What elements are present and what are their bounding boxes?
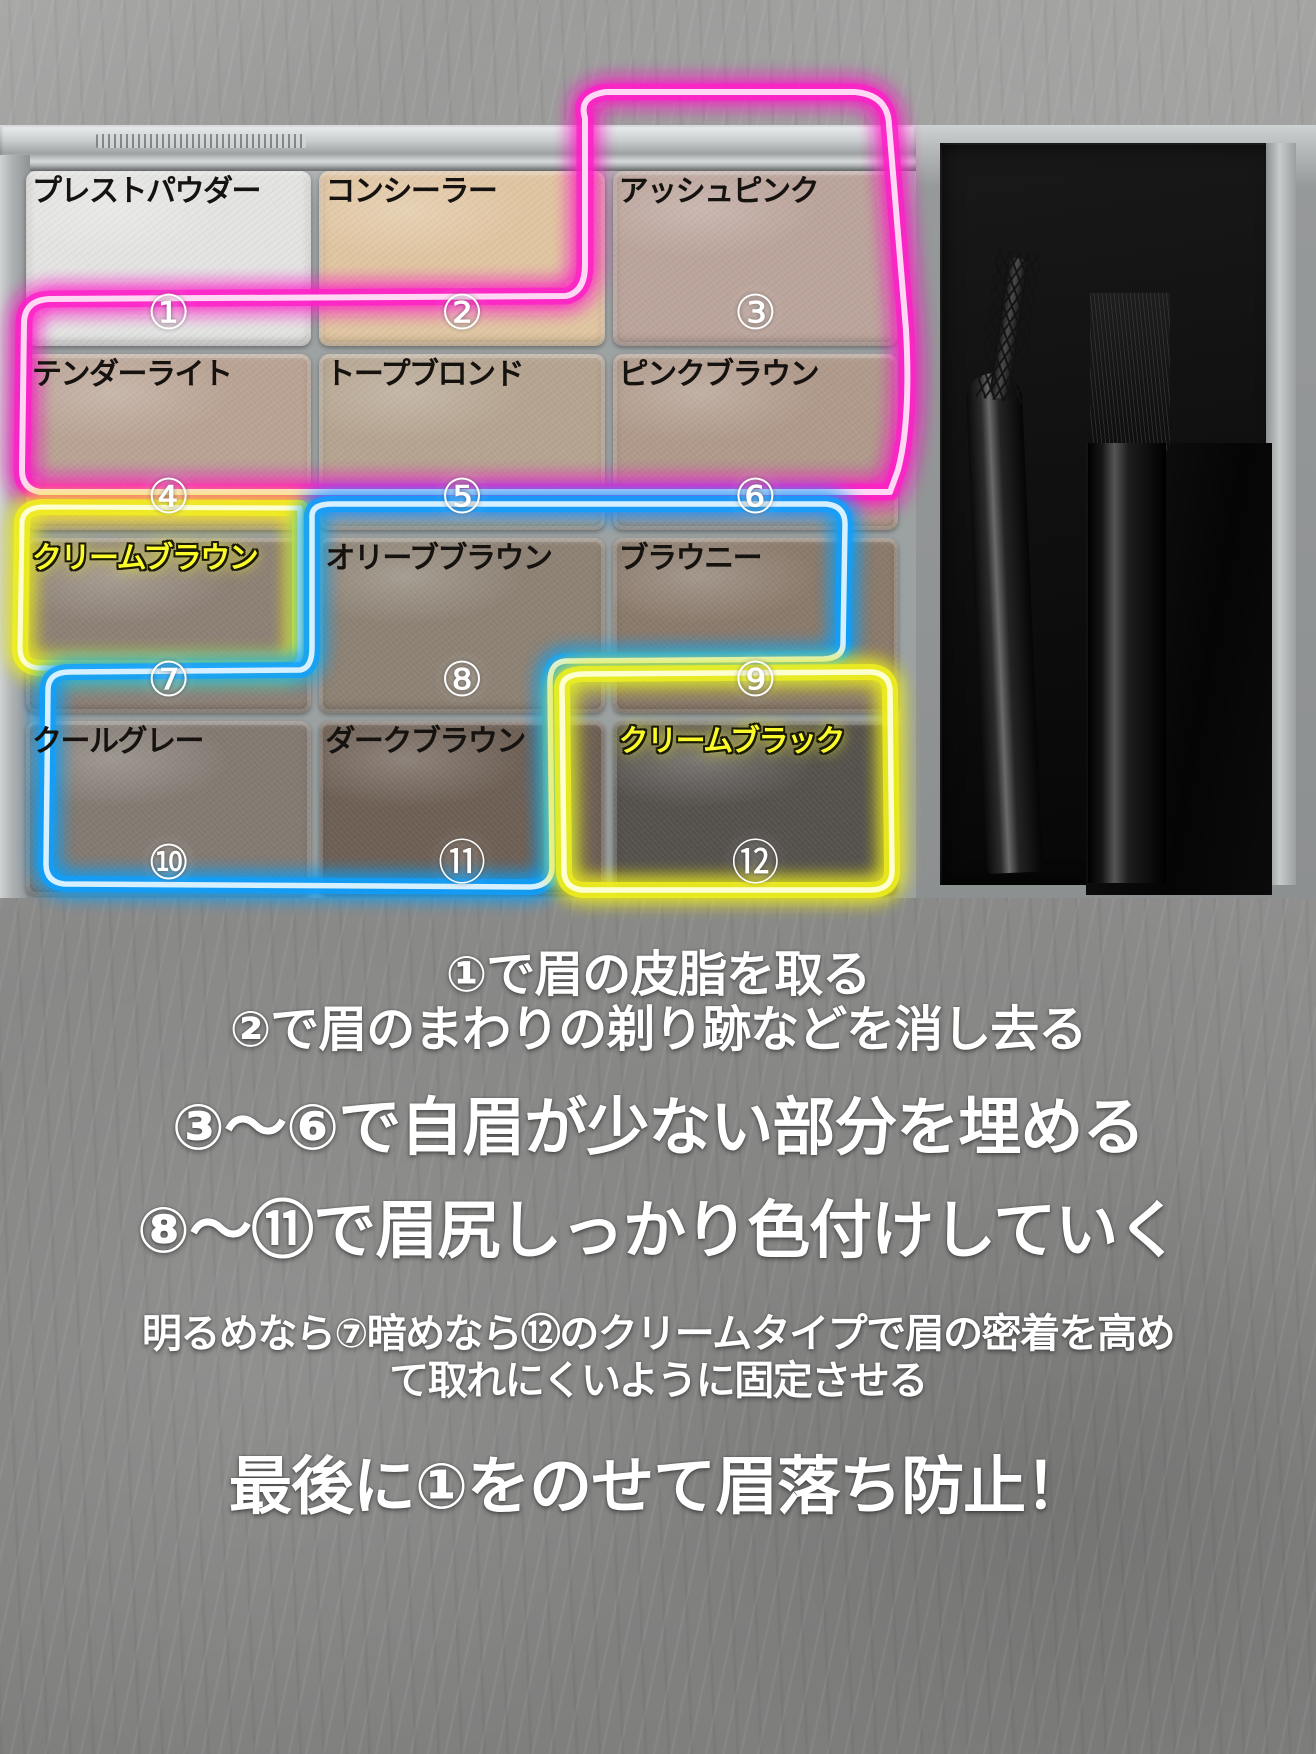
pan-cell-10[interactable]: クールグレー ⑩ bbox=[26, 720, 312, 896]
angled-brush-handle bbox=[1088, 443, 1166, 883]
eyebrow-palette: プレストパウダー ① コンシーラー ② アッシュピンク ③ テンダーライト ④ bbox=[0, 125, 916, 898]
spoolie-brush-icon bbox=[975, 248, 1043, 404]
caption-line-7: 最後に①をのせて眉落ち防止！ bbox=[228, 1452, 1088, 1523]
pan-label-9: ブラウニー bbox=[618, 541, 763, 575]
pan-number-6: ⑥ bbox=[733, 470, 777, 524]
pan-number-8: ⑧ bbox=[440, 653, 484, 707]
caption-line-2: ②で眉のまわりの剃り跡などを消し去る bbox=[229, 1002, 1087, 1057]
pan-label-3: アッシュピンク bbox=[618, 175, 820, 208]
pan-number-9: ⑨ bbox=[733, 653, 777, 707]
pan-cell-1[interactable]: プレストパウダー ① bbox=[26, 171, 312, 347]
pan-label-1: プレストパウダー bbox=[32, 175, 262, 208]
pan-label-8: オリーブブラウン bbox=[325, 541, 553, 575]
pan-number-10: ⑩ bbox=[147, 837, 191, 890]
pan-cell-12[interactable]: クリームブラック ⑫ bbox=[612, 720, 898, 896]
spoolie-brush-handle bbox=[965, 372, 1043, 874]
pan-number-3: ③ bbox=[733, 287, 777, 341]
pan-number-12: ⑫ bbox=[731, 837, 780, 890]
product-photo: プレストパウダー ① コンシーラー ② アッシュピンク ③ テンダーライト ④ bbox=[0, 125, 1316, 898]
instruction-captions: ①で眉の皮脂を取る ②で眉のまわりの剃り跡などを消し去る ③〜⑥で自眉が少ない部… bbox=[0, 898, 1316, 1754]
pan-label-5: トープブロンド bbox=[325, 358, 524, 392]
pan-label-4: テンダーライト bbox=[32, 358, 233, 392]
caption-line-5: 明るめなら⑦暗めなら⑫のクリームタイプで眉の密着を高め bbox=[141, 1312, 1176, 1357]
pan-label-2: コンシーラー bbox=[325, 175, 498, 208]
pan-number-7: ⑦ bbox=[147, 653, 191, 707]
pan-label-10: クールグレー bbox=[32, 724, 205, 758]
pan-cell-6[interactable]: ピンクブラウン ⑥ bbox=[612, 354, 898, 530]
pan-label-7: クリームブラウン bbox=[32, 541, 259, 575]
pan-cell-5[interactable]: トープブロンド ⑤ bbox=[319, 354, 605, 530]
pan-cell-2[interactable]: コンシーラー ② bbox=[319, 171, 605, 347]
pan-grid: プレストパウダー ① コンシーラー ② アッシュピンク ③ テンダーライト ④ bbox=[26, 171, 898, 896]
caption-line-3: ③〜⑥で自眉が少ない部分を埋める bbox=[171, 1092, 1146, 1163]
pan-number-5: ⑤ bbox=[440, 470, 484, 524]
pan-number-1: ① bbox=[147, 287, 191, 341]
pan-number-2: ② bbox=[440, 287, 484, 341]
palette-hinge bbox=[0, 127, 916, 171]
pan-label-12: クリームブラック bbox=[618, 724, 846, 758]
pan-cell-4[interactable]: テンダーライト ④ bbox=[26, 354, 312, 530]
pan-label-11: ダークブラウン bbox=[325, 724, 526, 758]
pan-cell-8[interactable]: オリーブブラウン ⑧ bbox=[319, 537, 605, 713]
pan-number-11: ⑪ bbox=[437, 837, 486, 890]
pan-cell-7[interactable]: クリームブラウン ⑦ bbox=[26, 537, 312, 713]
caption-line-4: ⑧〜⑪で眉尻しっかり色付けしていく bbox=[136, 1195, 1180, 1266]
brush-well-interior bbox=[940, 143, 1296, 895]
angled-brow-brush-icon bbox=[1090, 293, 1170, 451]
caption-line-1: ①で眉の皮脂を取る bbox=[445, 948, 871, 1002]
pan-cell-9[interactable]: ブラウニー ⑨ bbox=[612, 537, 898, 713]
pan-number-4: ④ bbox=[147, 470, 191, 524]
pan-cell-11[interactable]: ダークブラウン ⑪ bbox=[319, 720, 605, 896]
brush-compartment bbox=[916, 125, 1316, 898]
pan-cell-3[interactable]: アッシュピンク ③ bbox=[612, 171, 898, 347]
pan-label-6: ピンクブラウン bbox=[618, 358, 820, 392]
caption-line-6: て取れにくいように固定させる bbox=[389, 1358, 928, 1403]
